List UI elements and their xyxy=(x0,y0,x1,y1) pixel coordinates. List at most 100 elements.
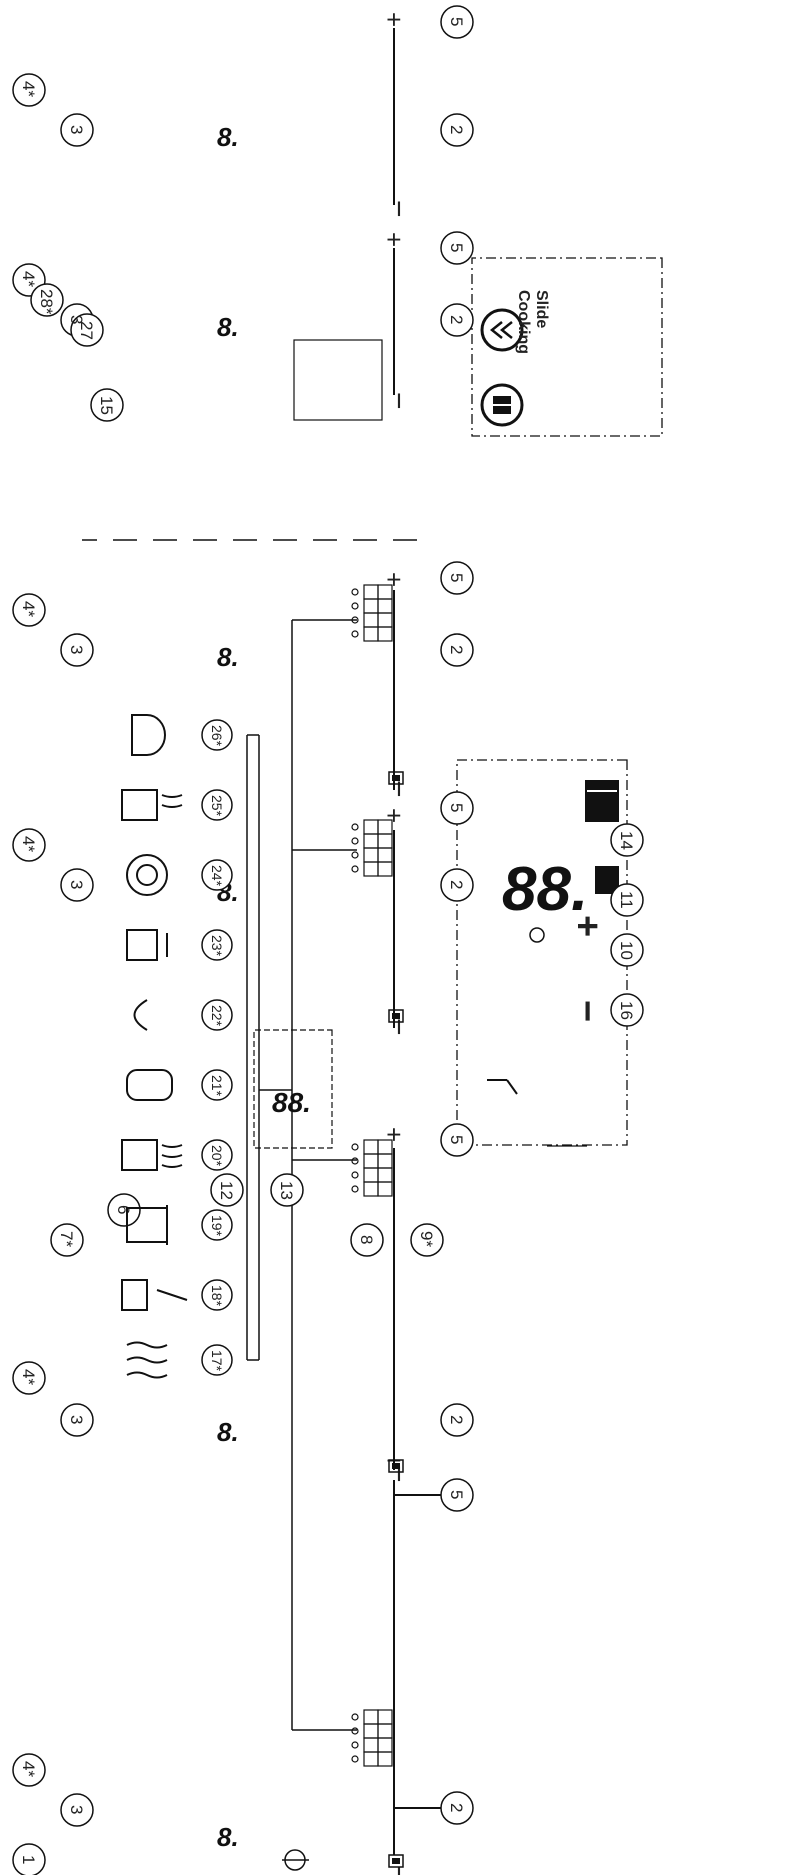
main-large-display: 88. xyxy=(502,855,588,924)
large-plus: + xyxy=(566,915,608,937)
label-2-sb: 2 xyxy=(447,125,466,134)
zone-2-level-boxes xyxy=(351,1139,393,1197)
program-icons: 17* 18* 19* 20* 21* 22* 23* 24* 25* 26* xyxy=(121,714,248,1379)
zone-2: + − 8. xyxy=(217,1127,415,1483)
bridge-zone-large-icon xyxy=(480,383,524,427)
slide-zone-a-display: 8. xyxy=(217,312,239,342)
callout-4-z4 xyxy=(12,593,46,627)
zone-4-display: 8. xyxy=(217,642,239,672)
label-3-z3: 3 xyxy=(67,880,86,889)
callout-2-sb xyxy=(440,113,474,147)
slide-zone-b: + − 8. xyxy=(217,12,415,218)
callout-5-z3 xyxy=(440,791,474,825)
vegetable-steam-icon xyxy=(126,929,168,961)
zone-4-keep-warm-icon xyxy=(388,771,404,785)
enlarged-main-display: 88. − + xyxy=(456,759,628,1147)
callout-3-z2 xyxy=(60,1403,94,1437)
zone-2-plus: + xyxy=(379,1127,409,1142)
label-3-sb: 3 xyxy=(67,125,86,134)
zone-3-level-boxes xyxy=(351,819,393,877)
slide-label-2: Cooking xyxy=(515,290,532,354)
label-26: 26* xyxy=(209,725,225,747)
large-minus: − xyxy=(566,1000,608,1022)
callout-27 xyxy=(70,313,104,347)
callout-22 xyxy=(201,999,233,1031)
callout-2-z3 xyxy=(440,868,474,902)
slide-cooking-box: Slide Cooking xyxy=(471,257,663,437)
callout-16 xyxy=(610,993,644,1027)
label-17: 17* xyxy=(209,1350,225,1372)
zone-1-level-boxes xyxy=(351,1709,393,1767)
callout-3-z3 xyxy=(60,868,94,902)
callout-2-sa xyxy=(440,303,474,337)
slide-zone-a: + − 8. xyxy=(217,232,415,421)
label-13: 13 xyxy=(277,1181,296,1200)
slide-zone-a-minus: − xyxy=(382,392,415,410)
slide-cooking-chevron-icon xyxy=(480,308,524,352)
grill-icon xyxy=(126,1069,173,1101)
steam-icon xyxy=(121,1139,183,1171)
label-4-sb: 4* xyxy=(19,81,38,97)
label-4-z2: 4* xyxy=(19,1369,38,1385)
callout-26 xyxy=(201,719,233,751)
callout-18 xyxy=(201,1279,233,1311)
callout-4-z3 xyxy=(12,828,46,862)
zone-1-display: 8. xyxy=(217,1822,239,1852)
label-16: 16 xyxy=(617,1001,636,1020)
slide-zone-b-plus: + xyxy=(379,12,409,27)
label-10: 10 xyxy=(617,941,636,960)
pancake-icon xyxy=(126,854,168,896)
zone-1: + − 8. xyxy=(217,1453,457,1875)
callout-17 xyxy=(201,1344,233,1376)
label-5-sa: 5 xyxy=(447,243,466,252)
label-9: 9* xyxy=(417,1231,436,1247)
callout-13 xyxy=(270,1173,304,1207)
callout-12 xyxy=(210,1173,244,1207)
rice-cooker-icon xyxy=(131,714,166,756)
label-15: 15 xyxy=(97,396,116,415)
label-4-z4: 4* xyxy=(19,601,38,617)
label-7: 7* xyxy=(57,1231,76,1247)
callout-4-z2 xyxy=(12,1361,46,1395)
callout-1 xyxy=(12,1843,46,1875)
callout-8 xyxy=(350,1223,384,1257)
callout-20 xyxy=(201,1139,233,1171)
label-3-z2: 3 xyxy=(67,1415,86,1424)
label-8: 8 xyxy=(357,1235,376,1244)
label-5-z1: 5 xyxy=(447,1490,466,1499)
callout-25 xyxy=(201,789,233,821)
zone-2-minus: − xyxy=(382,1465,415,1483)
label-4-sa: 4* xyxy=(19,271,38,287)
label-12: 12 xyxy=(217,1181,236,1200)
callout-5-sa xyxy=(440,231,474,265)
label-24: 24* xyxy=(209,865,225,887)
label-5-z3: 5 xyxy=(447,803,466,812)
label-1: 1 xyxy=(19,1855,38,1864)
callout-5-z2 xyxy=(440,1123,474,1157)
zone-3-minus: − xyxy=(382,1018,415,1036)
callout-6 xyxy=(107,1193,141,1227)
label-2-z2: 2 xyxy=(447,1415,466,1424)
callout-2-z1 xyxy=(440,1791,474,1825)
zone-1-keep-warm-icon xyxy=(388,1854,404,1868)
callout-11 xyxy=(610,883,644,917)
label-11: 11 xyxy=(617,891,636,909)
power-icon xyxy=(282,1849,309,1871)
label-4-z1: 4* xyxy=(19,1761,38,1777)
slide-label-1: Slide xyxy=(533,290,550,328)
label-2-z3: 2 xyxy=(447,880,466,889)
label-18: 18* xyxy=(209,1285,225,1307)
slide-mini-panel xyxy=(293,339,383,421)
label-27: 27 xyxy=(77,321,96,340)
callout-10 xyxy=(610,933,644,967)
callout-7 xyxy=(50,1223,84,1257)
label-21: 21* xyxy=(209,1075,225,1097)
timer-clock-icon xyxy=(529,927,545,943)
label-23: 23* xyxy=(209,935,225,957)
zone-4-minus: − xyxy=(382,780,415,798)
slide-zone-b-minus: − xyxy=(382,200,415,218)
lock-pause-icon xyxy=(487,1079,518,1095)
label-6: 6 xyxy=(114,1205,133,1214)
